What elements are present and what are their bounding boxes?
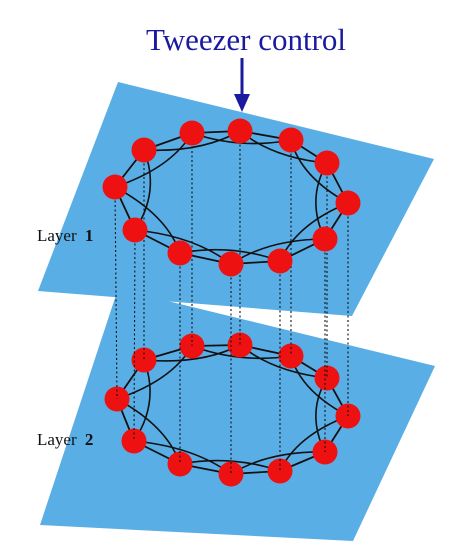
layer-1-label-text: Layer (37, 226, 77, 245)
layer-1-node (179, 120, 205, 146)
layer-1-label-number: 1 (85, 226, 94, 245)
layer-1-node (218, 251, 244, 277)
interlayer-link (114, 186, 118, 400)
layer-1-node (278, 127, 304, 153)
diagram-title: Tweezer control (146, 22, 346, 57)
layer-1-label: Layer 1 (37, 226, 93, 245)
layer-1-node (102, 174, 128, 200)
layer-1-node (267, 248, 293, 274)
layer-2-plane (40, 289, 435, 541)
layer-1-node (312, 226, 338, 252)
layer-2-label: Layer 2 (37, 430, 93, 449)
layer-1-node (335, 190, 361, 216)
layer-2-label-number: 2 (85, 430, 94, 449)
layer-1-node (314, 150, 340, 176)
layer-2-node (267, 458, 293, 484)
layer-2-node (227, 332, 253, 358)
layer-2-node (218, 461, 244, 487)
layer-2-node (167, 451, 193, 477)
layer-2-node (121, 428, 147, 454)
interlayer-dotted-links (114, 131, 349, 474)
layer-1-node (227, 118, 253, 144)
layer-2-node (278, 343, 304, 369)
down-arrow-icon (234, 58, 250, 112)
layer-2-label-text: Layer (37, 430, 77, 449)
layer-1-nodes (102, 118, 361, 277)
layer-1-plane (38, 82, 434, 316)
layer-1-node (167, 240, 193, 266)
layer-1-node (131, 137, 157, 163)
layer-2-node (314, 365, 340, 391)
layer-2-node (131, 347, 157, 373)
interlayer-link (133, 229, 136, 442)
layer-1-node (122, 217, 148, 243)
